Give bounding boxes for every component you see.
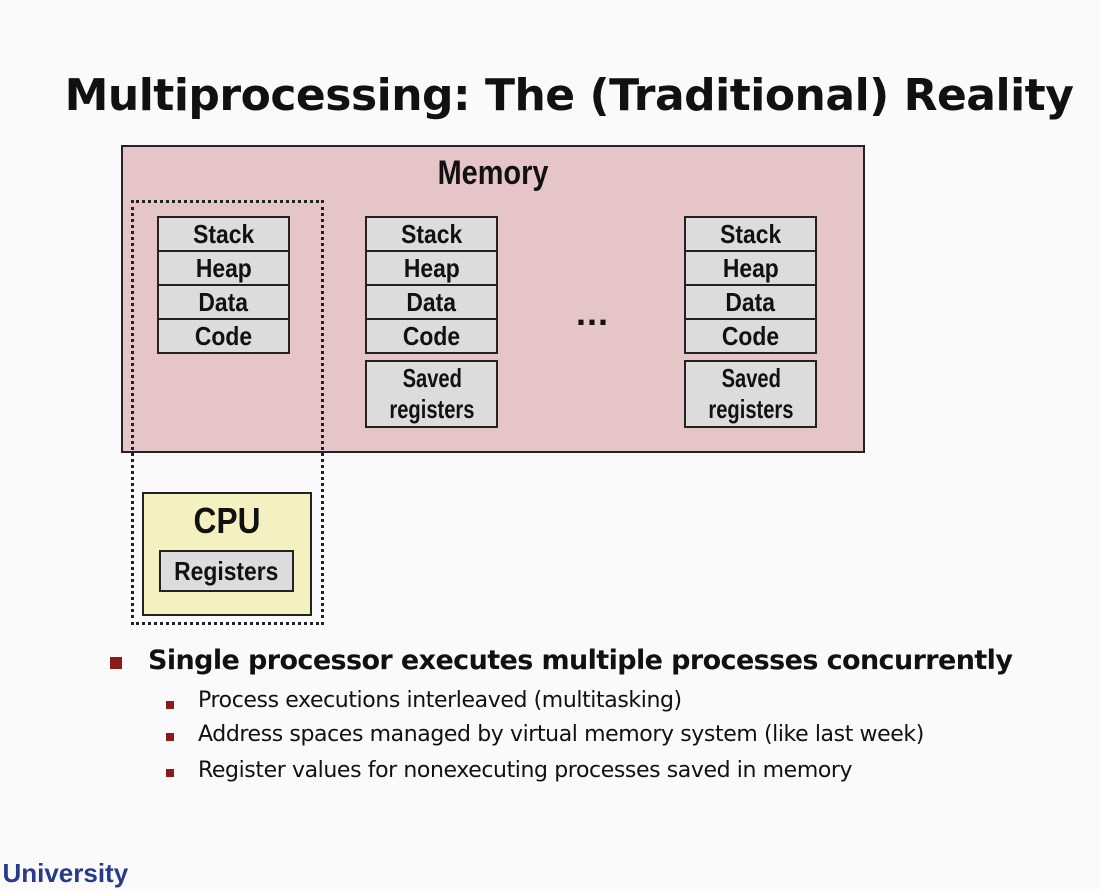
sub-bullet: Process executions interleaved (multitas…: [198, 688, 682, 713]
bullet-square-icon: [110, 657, 122, 669]
main-bullet: Single processor executes multiple proce…: [148, 645, 1013, 676]
code-cell: Code: [684, 318, 817, 354]
heap-cell: Heap: [684, 250, 817, 286]
cpu-label: CPU: [193, 500, 261, 541]
memory-label: Memory: [437, 154, 549, 192]
process-1-address-space: Stack Heap Data Code: [157, 216, 290, 354]
sub-bullet: Register values for nonexecuting process…: [198, 758, 853, 783]
heap-cell: Heap: [365, 250, 498, 286]
slide-title: Multiprocessing: The (Traditional) Reali…: [64, 70, 1074, 121]
cpu-registers: Registers: [159, 550, 294, 592]
ellipsis: ...: [576, 292, 610, 333]
data-cell: Data: [684, 284, 817, 320]
cpu-box: CPU Registers: [142, 492, 312, 616]
sub-bullet-square-icon: [166, 733, 174, 741]
stack-cell: Stack: [157, 216, 290, 252]
sub-bullet-square-icon: [166, 701, 174, 709]
code-cell: Code: [365, 318, 498, 354]
code-cell: Code: [157, 318, 290, 354]
data-cell: Data: [365, 284, 498, 320]
running-process-outline: [131, 200, 324, 625]
heap-cell: Heap: [157, 250, 290, 286]
stack-cell: Stack: [684, 216, 817, 252]
stack-cell: Stack: [365, 216, 498, 252]
sub-bullet: Address spaces managed by virtual memory…: [198, 722, 924, 747]
sub-bullet-square-icon: [166, 769, 174, 777]
footer-university-text: l University: [0, 858, 129, 888]
